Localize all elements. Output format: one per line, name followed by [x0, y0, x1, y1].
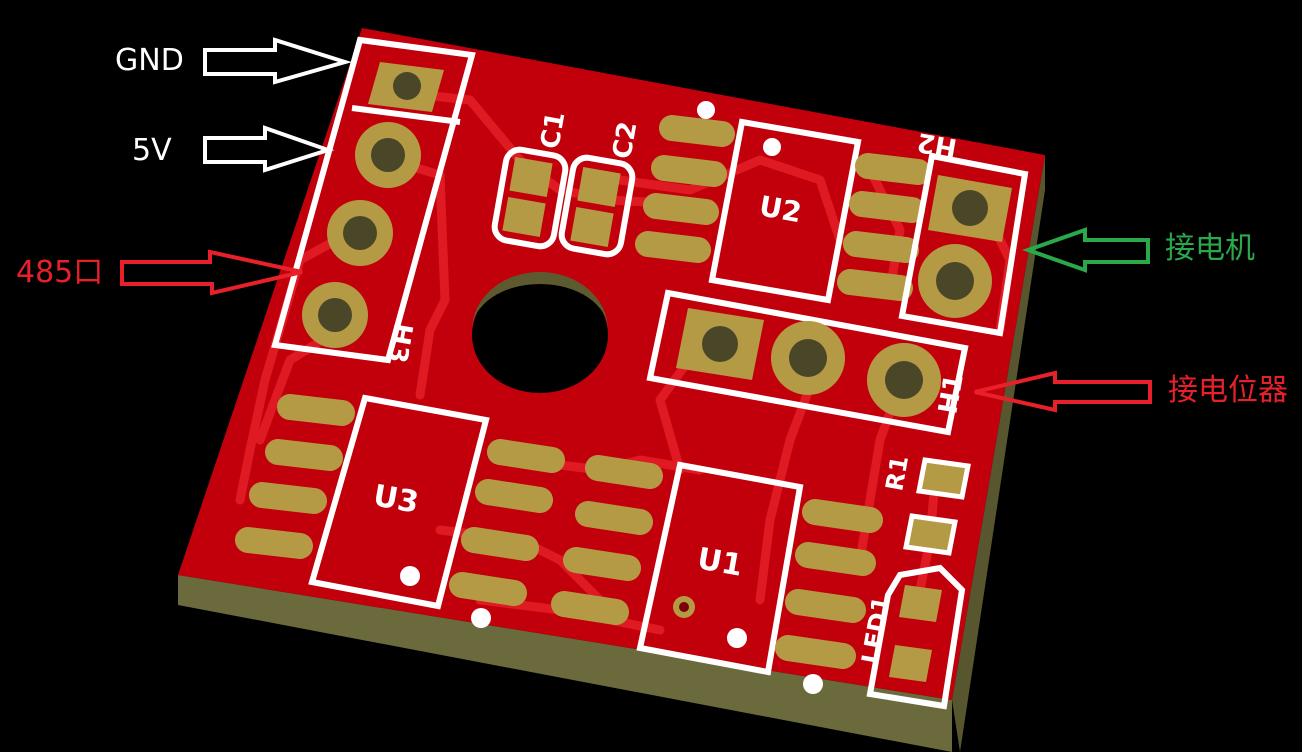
u1-pins	[551, 455, 883, 669]
arrow-motor	[1021, 227, 1150, 273]
h2-pad-square-hole	[952, 190, 988, 226]
h2-pad-round-hole	[936, 262, 974, 300]
board-edge	[178, 575, 952, 752]
u1-pin1-dot	[803, 674, 823, 694]
c1-outline	[491, 146, 569, 250]
arrow-485	[120, 249, 303, 296]
label-pot: 接电位器	[1168, 373, 1288, 408]
label-gnd: GND	[115, 43, 184, 78]
h3-outline	[271, 36, 476, 364]
c1-pad-bottom	[502, 196, 546, 238]
silk-c2: C2	[607, 119, 643, 161]
c2-outline	[558, 154, 636, 258]
silk-u1: U1	[695, 541, 746, 583]
silk-u3: U3	[371, 478, 422, 520]
mounting-hole	[472, 277, 608, 393]
silk-h1: H1	[933, 372, 969, 416]
u2-pins	[635, 115, 931, 301]
r1-pad-top	[916, 457, 971, 500]
led1-pad-top	[899, 585, 942, 622]
silk-u2: U2	[757, 189, 804, 229]
c2-pad-top	[577, 166, 621, 208]
h3-pad-gnd-hole	[393, 72, 421, 100]
h3-divider	[351, 105, 461, 125]
mounting-hole-wall	[472, 272, 608, 330]
label-5v: 5V	[132, 133, 172, 168]
arrow-5v	[203, 125, 335, 173]
h3-pad-b-hole	[318, 298, 352, 332]
c1-pad-top	[509, 156, 553, 198]
h1-pad-mid-hole	[789, 339, 827, 377]
u3-dot	[400, 566, 420, 586]
h1-pad-square-hole	[702, 326, 738, 362]
u3-pin1-dot	[471, 608, 491, 628]
silk-h2: H2	[915, 126, 959, 162]
r1-pad-bottom	[903, 513, 958, 556]
silk-c1: C1	[535, 109, 571, 151]
label-motor: 接电机	[1165, 231, 1255, 266]
c2-pad-bottom	[570, 206, 614, 248]
h2-outline	[898, 152, 1029, 337]
h3-pad-a-hole	[343, 216, 377, 250]
u3-pins	[235, 394, 565, 606]
u2-outline	[708, 118, 862, 304]
h1-pad-right-hole	[885, 361, 923, 399]
h1-outline	[646, 289, 969, 436]
silk-r1: R1	[880, 454, 914, 494]
silk-h3: H3	[381, 321, 417, 365]
arrow-pot	[974, 370, 1152, 413]
u1-outline	[636, 461, 804, 676]
h3-pad-5v-hole	[371, 138, 405, 172]
u1-dot	[727, 628, 747, 648]
u3-outline	[308, 394, 490, 610]
arrow-gnd	[203, 37, 352, 85]
led1-pad-bottom	[889, 645, 932, 682]
led1-outline	[866, 564, 966, 710]
label-485: 485口	[16, 255, 104, 290]
u2-pin1-dot	[697, 101, 715, 119]
u2-dot	[763, 138, 781, 156]
u1-via-hole	[679, 602, 689, 612]
board-edge-right	[952, 155, 1045, 752]
